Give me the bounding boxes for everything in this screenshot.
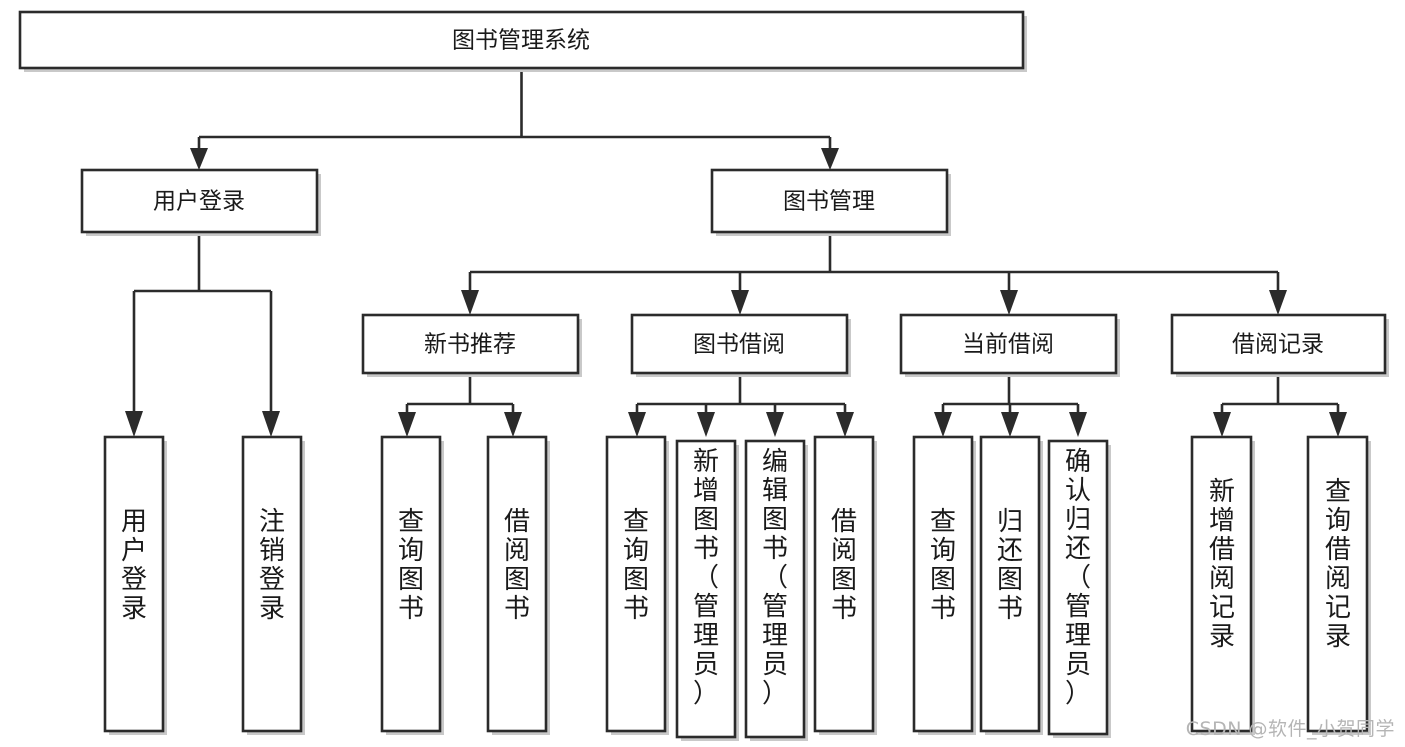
- arrow-to-user-login: [190, 148, 208, 170]
- leaf-current-borrow-2[interactable]: 归还图书: [979, 435, 1043, 735]
- node-root-box: [18, 10, 1025, 70]
- node-root[interactable]: 图书管理系统: [18, 10, 1027, 72]
- arrow-current-borrow-leaf-1: [934, 412, 952, 437]
- leaf-current-borrow-3-label: 确认归还（管理员）: [1065, 447, 1091, 709]
- leaf-user-login-1[interactable]: 用户登录: [103, 435, 167, 735]
- node-current-borrow-label: 当前借阅: [962, 332, 1054, 358]
- leaf-current-borrow-1-box: [912, 435, 974, 733]
- leaf-user-login-2-box: [241, 435, 303, 733]
- arrow-borrow-record-leaf-2: [1329, 412, 1347, 437]
- node-new-book-recommend-box: [361, 313, 580, 375]
- leaf-current-borrow-1[interactable]: 查询图书: [912, 435, 976, 735]
- connector-layer: [125, 68, 1347, 437]
- leaf-book-borrow-1-box: [605, 435, 667, 733]
- arrow-current-borrow-leaf-2: [1001, 412, 1019, 437]
- leaf-new-book-1-box: [380, 435, 442, 733]
- leaf-borrow-record-2-label: 查询借阅记录: [1325, 477, 1351, 652]
- leaf-borrow-record-1-label: 新增借阅记录: [1209, 477, 1235, 652]
- csdn-watermark: CSDN @软件_小贺同学: [1185, 718, 1395, 740]
- arrow-to-current-borrow: [1000, 290, 1018, 315]
- leaf-book-borrow-1[interactable]: 查询图书: [605, 435, 669, 735]
- leaf-user-login-1-box: [103, 435, 165, 733]
- node-current-borrow-box: [899, 313, 1118, 375]
- leaf-book-borrow-1-label: 查询图书: [623, 507, 649, 624]
- node-user-login[interactable]: 用户登录: [80, 168, 321, 236]
- leaf-current-borrow-2-box: [979, 435, 1041, 733]
- node-user-login-box: [80, 168, 319, 234]
- leaf-current-borrow-3-box: [1047, 439, 1109, 736]
- leaf-book-borrow-2[interactable]: 新增图书（管理员）: [675, 439, 739, 741]
- leaf-new-book-2-box: [486, 435, 548, 733]
- node-user-login-label: 用户登录: [153, 189, 245, 215]
- leaf-book-borrow-2-label: 新增图书（管理员）: [693, 447, 719, 709]
- leaf-book-borrow-2-box: [675, 439, 737, 739]
- arrow-borrow-record-leaf-1: [1213, 412, 1231, 437]
- node-book-borrow-box: [630, 313, 849, 375]
- leaf-new-book-2[interactable]: 借阅图书: [486, 435, 550, 735]
- node-book-borrow-label: 图书借阅: [693, 332, 785, 358]
- leaf-borrow-record-1-box: [1190, 435, 1253, 733]
- arrow-book-borrow-leaf-1: [628, 412, 646, 437]
- arrow-current-borrow-leaf-3: [1069, 412, 1087, 437]
- leaf-book-borrow-3[interactable]: 编辑图书（管理员）: [744, 439, 808, 741]
- leaf-user-login-1-label: 用户登录: [121, 507, 147, 624]
- arrow-to-book-borrow: [731, 290, 749, 315]
- leaf-new-book-1-label: 查询图书: [398, 507, 424, 624]
- leaf-current-borrow-1-label: 查询图书: [930, 507, 956, 624]
- leaf-book-borrow-4-label: 借阅图书: [831, 507, 857, 624]
- node-book-borrow[interactable]: 图书借阅: [630, 313, 851, 377]
- node-current-borrow[interactable]: 当前借阅: [899, 313, 1120, 377]
- arrow-user-login-leaf-1: [125, 411, 143, 437]
- arrow-book-borrow-leaf-2: [697, 412, 715, 437]
- leaf-book-borrow-3-box: [744, 439, 806, 739]
- leaf-current-borrow-3[interactable]: 确认归还（管理员）: [1047, 439, 1111, 738]
- leaf-new-book-2-label: 借阅图书: [504, 507, 530, 624]
- arrow-new-book-leaf-2: [504, 412, 522, 437]
- leaf-borrow-record-2-box: [1306, 435, 1369, 733]
- node-new-book-recommend-label: 新书推荐: [424, 332, 516, 358]
- leaf-new-book-1[interactable]: 查询图书: [380, 435, 444, 735]
- node-borrow-record-label: 借阅记录: [1232, 332, 1324, 358]
- arrow-to-book-manage: [821, 148, 839, 170]
- node-root-label: 图书管理系统: [452, 28, 590, 54]
- leaf-book-borrow-4[interactable]: 借阅图书: [813, 435, 877, 735]
- node-new-book-recommend[interactable]: 新书推荐: [361, 313, 582, 377]
- leaf-borrow-record-2[interactable]: 查询借阅记录: [1306, 435, 1371, 735]
- node-borrow-record-box: [1170, 313, 1387, 375]
- arrow-book-borrow-leaf-4: [836, 412, 854, 437]
- leaf-book-borrow-4-box: [813, 435, 875, 733]
- arrow-book-borrow-leaf-3: [766, 412, 784, 437]
- leaf-user-login-2-label: 注销登录: [259, 507, 285, 624]
- node-borrow-record[interactable]: 借阅记录: [1170, 313, 1389, 377]
- node-book-manage[interactable]: 图书管理: [710, 168, 951, 236]
- leaf-user-login-2[interactable]: 注销登录: [241, 435, 305, 735]
- leaf-book-borrow-3-label: 编辑图书（管理员）: [762, 447, 788, 709]
- arrow-user-login-leaf-2: [262, 411, 280, 437]
- arrow-to-new-book: [461, 290, 479, 315]
- node-book-manage-box: [710, 168, 949, 234]
- arrow-new-book-leaf-1: [398, 412, 416, 437]
- arrow-to-borrow-record: [1269, 290, 1287, 315]
- node-book-manage-label: 图书管理: [783, 189, 875, 215]
- leaf-current-borrow-2-label: 归还图书: [997, 507, 1023, 624]
- leaf-borrow-record-1[interactable]: 新增借阅记录: [1190, 435, 1255, 735]
